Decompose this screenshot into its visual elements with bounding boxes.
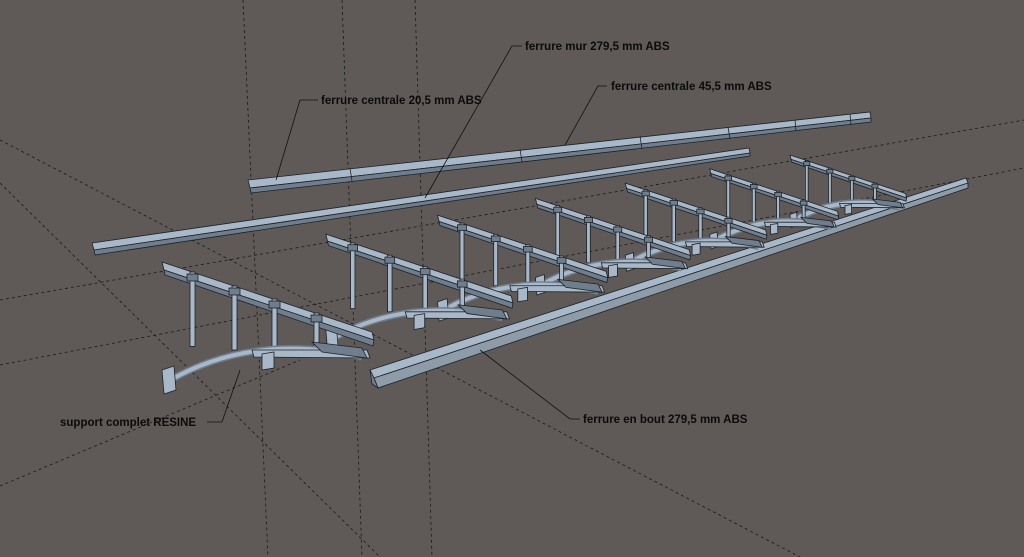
label-ferrure-centrale-45: ferrure centrale 45,5 mm ABS — [611, 81, 772, 93]
guide-diagonal-1 — [0, 139, 801, 557]
label-ferrure-mur: ferrure mur 279,5 mm ABS — [525, 41, 670, 53]
support-complet-6 — [709, 168, 840, 250]
ferrure-en-bout-beam — [369, 177, 969, 390]
support-complet-1 — [161, 261, 375, 395]
ferrure-centrale-beam — [247, 111, 872, 194]
label-ferrure-centrale-20: ferrure centrale 20,5 mm ABS — [321, 95, 482, 107]
support-complet-3 — [436, 214, 609, 322]
support-complet-group — [161, 154, 908, 395]
label-support-complet: support complet RESINE — [60, 417, 197, 429]
ferrure-mur-beam — [91, 147, 751, 256]
leader-lines — [207, 45, 607, 423]
leader-ferrure-mur — [424, 45, 522, 199]
leader-support-complet — [207, 369, 241, 423]
leader-ferrure-bout — [479, 349, 580, 420]
leader-ferrure-centrale-20 — [275, 99, 318, 181]
support-complet-5 — [624, 182, 768, 272]
guide-vertical-1 — [242, 0, 269, 557]
guide-diagonal-5 — [0, 359, 301, 487]
label-ferrure-en-bout: ferrure en bout 279,5 mm ABS — [583, 414, 748, 426]
leader-ferrure-centrale-45 — [564, 85, 607, 146]
guide-diagonal-4 — [0, 119, 1024, 301]
